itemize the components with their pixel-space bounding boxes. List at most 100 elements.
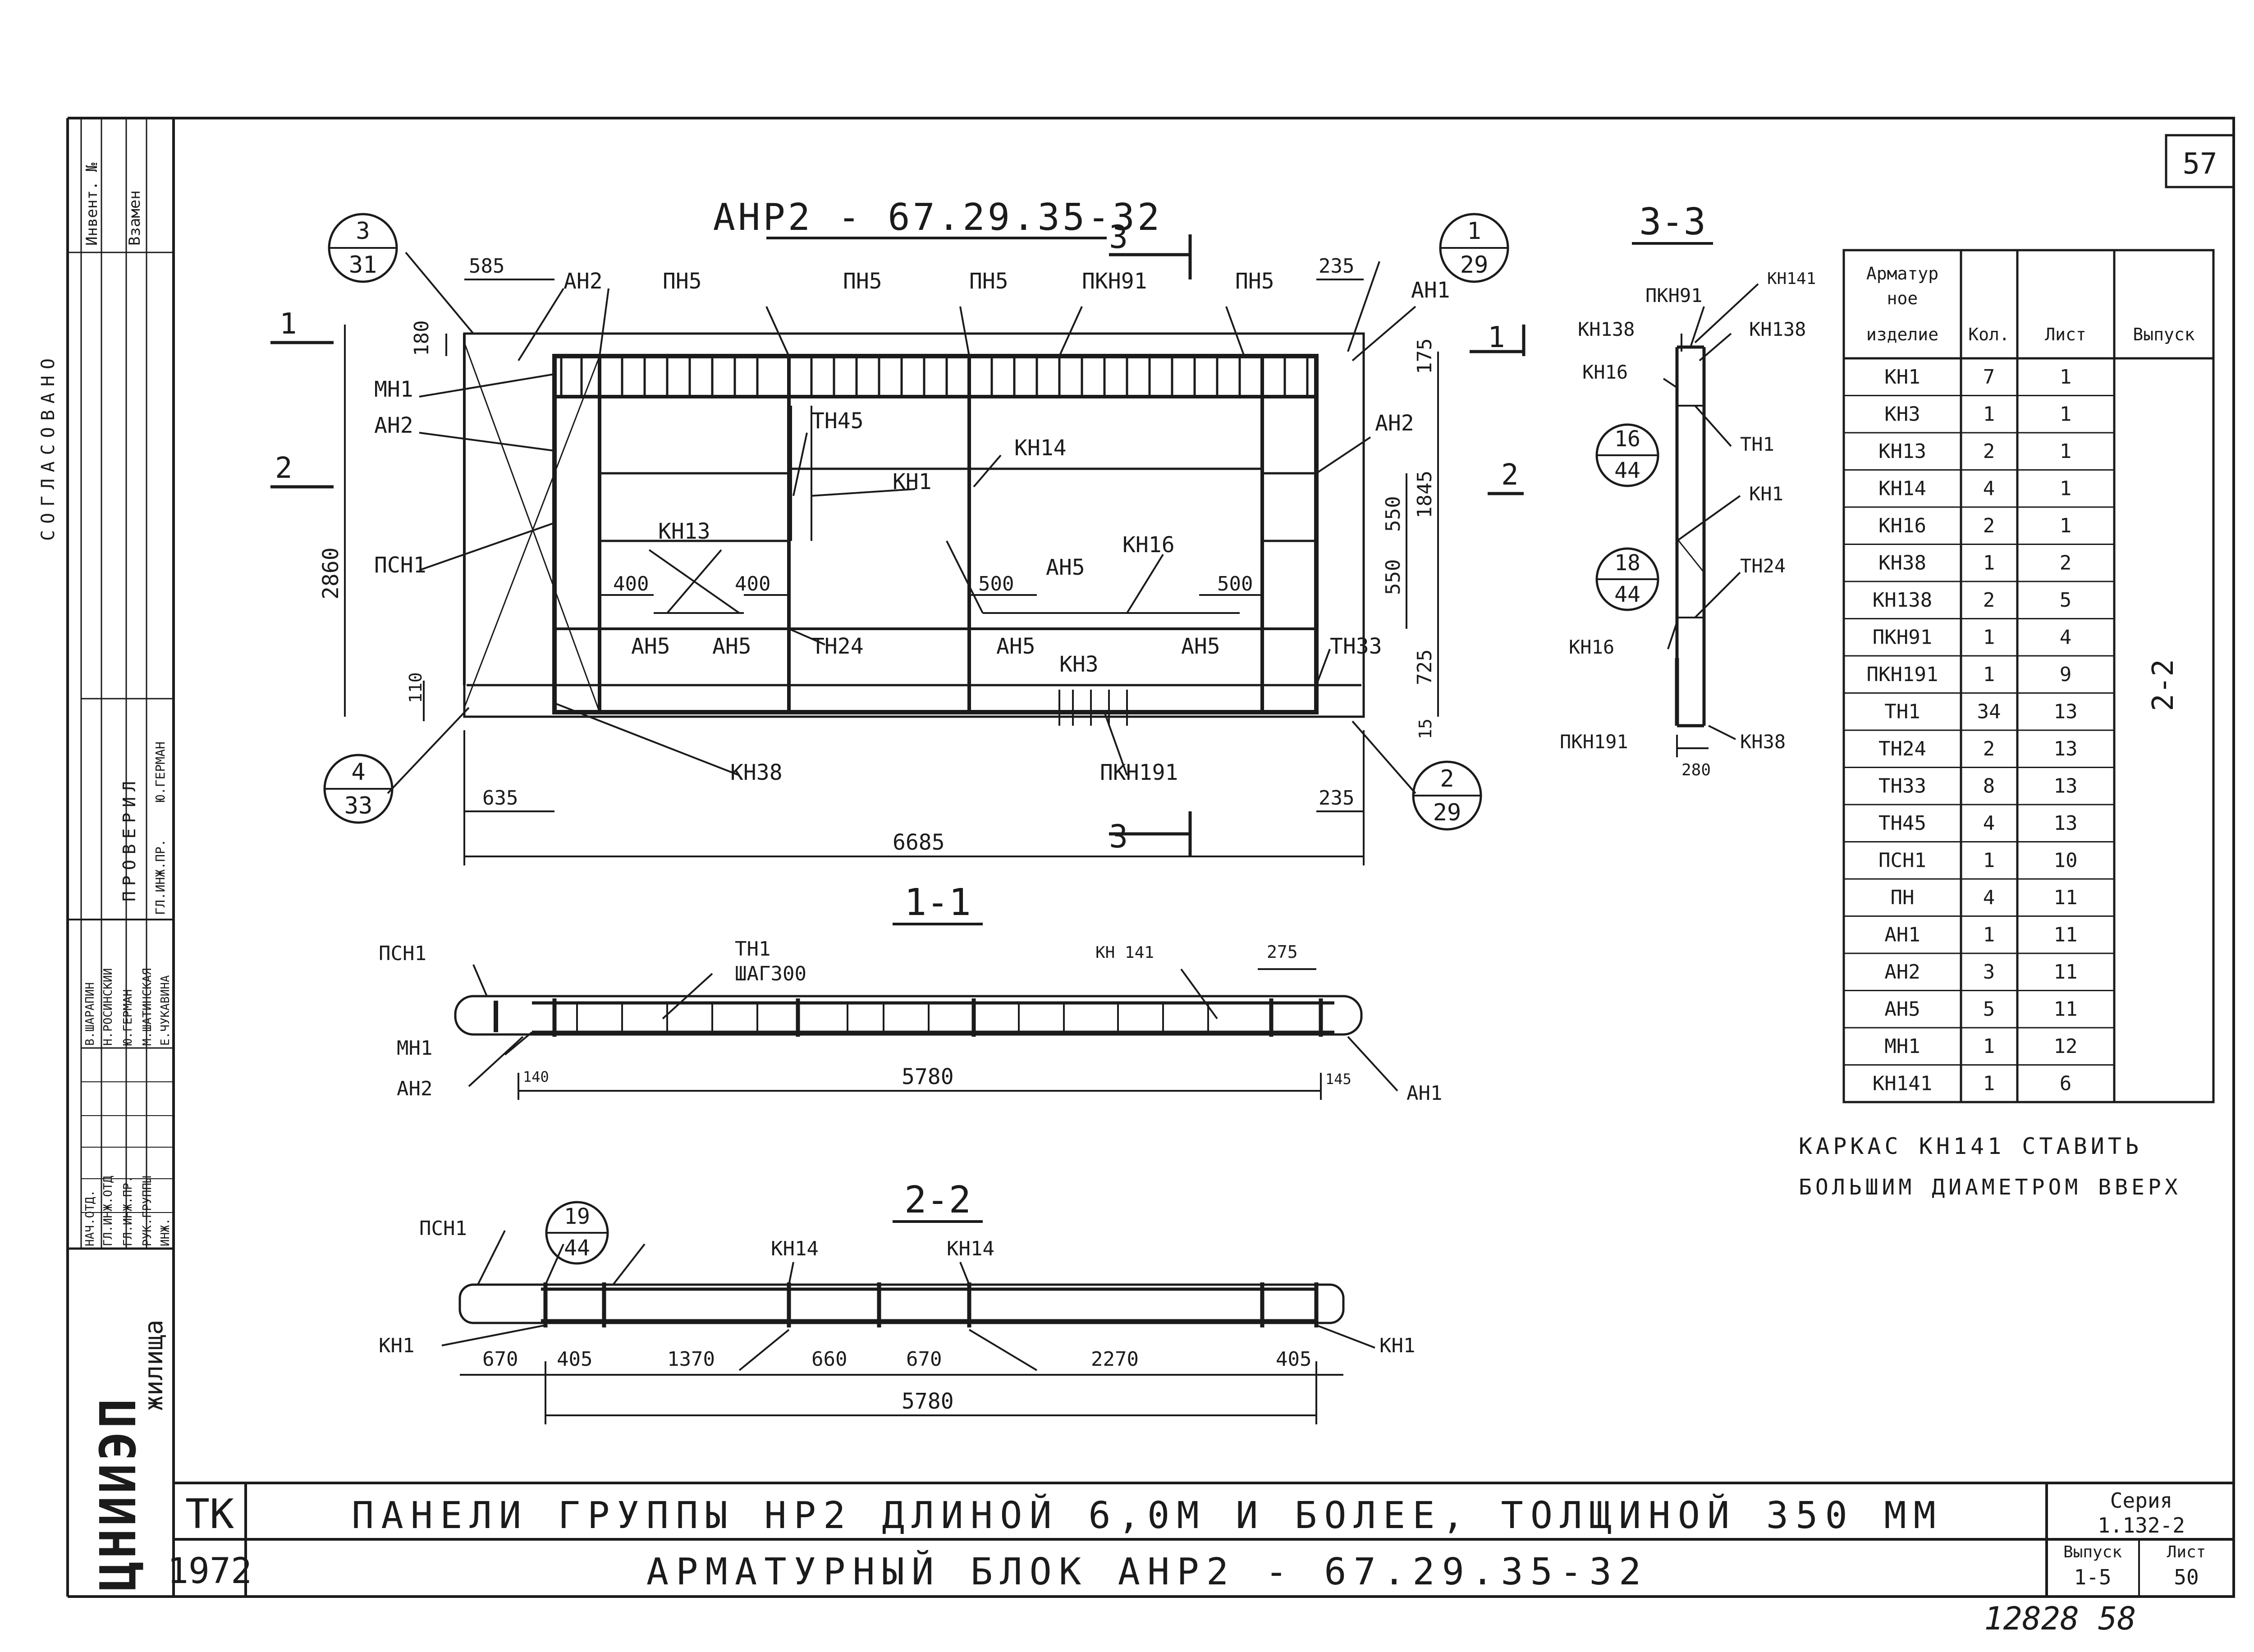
svg-text:44: 44 [1614, 582, 1640, 607]
dim-1845: 1845 [1413, 471, 1436, 518]
label-th24: ТН24 [1740, 555, 1786, 577]
table-cell-item: КН141 [1873, 1072, 1932, 1095]
table-cell-sheet: 6 [2060, 1072, 2072, 1095]
svg-text:33: 33 [344, 792, 373, 819]
table-cell-item: АН5 [1884, 998, 1920, 1021]
dim-280: 280 [1681, 761, 1711, 779]
stamp-left-column: Инвент. № Взамен СОГЛАСОВАНО ПРОВЕРИЛ ГЛ… [38, 162, 168, 915]
stamp-checked-name: Ю.ГЕРМАН [153, 741, 168, 802]
table-cell-sheet: 1 [2060, 477, 2072, 500]
table-cell-sheet: 13 [2054, 700, 2078, 723]
label-pn5: ПН5 [969, 269, 1008, 294]
svg-text:31: 31 [349, 252, 377, 279]
label-pch1: ПСН1 [379, 942, 426, 965]
title-line-1: ПАНЕЛИ ГРУППЫ НР2 ДЛИНОЙ 6,0М И БОЛЕЕ, Т… [352, 1493, 1943, 1537]
stamp-role: ГЛ.ИНЖ.ПР. [121, 1176, 135, 1246]
svg-text:19: 19 [564, 1204, 590, 1229]
dim-175: 175 [1413, 339, 1436, 374]
table-cell-sheet: 13 [2054, 775, 2078, 798]
label-th45: ТН45 [811, 408, 864, 434]
table-cell-qty: 7 [1983, 366, 1995, 389]
label-kh1: КН1 [1379, 1334, 1415, 1357]
dim-235: 235 [1319, 255, 1354, 278]
dim-5780: 5780 [902, 1064, 954, 1089]
series-value: 1.132-2 [2098, 1513, 2185, 1538]
stamp-checked-label: ПРОВЕРИЛ [119, 776, 139, 902]
svg-text:3: 3 [356, 218, 370, 245]
table-header-item: ное [1887, 288, 1918, 308]
stamp-role: РУК.ГРУППЫ [141, 1176, 154, 1246]
table-cell-qty: 1 [1983, 924, 1995, 947]
svg-text:2: 2 [1440, 765, 1454, 792]
dim-400: 400 [613, 572, 649, 595]
dim-500: 500 [1217, 572, 1253, 595]
table-cell-item: ТН1 [1884, 700, 1920, 723]
table-cell-qty: 2 [1983, 589, 1995, 612]
svg-text:18: 18 [1614, 550, 1640, 576]
label-kh138: КН138 [1749, 318, 1806, 340]
table-cell-qty: 1 [1983, 552, 1995, 575]
label-step: ШАГ300 [735, 962, 806, 985]
sheet-label: Лист [2167, 1543, 2206, 1561]
note-line-1: КАРКАС КН141 СТАВИТЬ [1799, 1133, 2142, 1159]
series-label: Серия [2110, 1488, 2172, 1513]
detail-callout-2-29: 2 29 [1412, 760, 1482, 831]
dim-2270: 2270 [1091, 1348, 1139, 1371]
svg-text:44: 44 [1614, 458, 1640, 483]
table-cell-sheet: 2 [2060, 552, 2072, 575]
issue-value: 1-5 [2074, 1565, 2111, 1589]
table-cell-sheet: 1 [2060, 514, 2072, 537]
dim-6685: 6685 [893, 830, 945, 855]
dim-275: 275 [1267, 942, 1298, 962]
spec-table-headers: Арматур ное изделие Кол. Лист Выпуск [1866, 264, 2195, 344]
table-cell-item: КН3 [1884, 403, 1920, 426]
label-pn5: ПН5 [1235, 269, 1274, 294]
institute-logo: ЦНИИЭП жилища [89, 1320, 169, 1591]
svg-text:1: 1 [1467, 218, 1481, 245]
section-3-3-title: 3-3 [1639, 201, 1706, 243]
table-header-item: изделие [1866, 325, 1938, 344]
table-cell-item: ПН [1891, 886, 1915, 909]
dim-5780: 5780 [902, 1389, 954, 1414]
table-cell-item: КН138 [1873, 589, 1932, 612]
dim-550: 550 [1382, 559, 1405, 595]
stamp-roles: НАЧ.ОТД. ГЛ.ИНЖ.ОТД ГЛ.ИНЖ.ПР. РУК.ГРУПП… [83, 968, 172, 1246]
label-kh13: КН13 [658, 519, 710, 544]
table-cell-qty: 1 [1983, 1035, 1995, 1058]
table-header-qty: Кол. [1968, 325, 2010, 344]
label-ah5: АН5 [1046, 555, 1085, 580]
label-kh141: КН 141 [1095, 943, 1154, 962]
table-cell-qty: 1 [1983, 403, 1995, 426]
section-mark-3: 3 [1109, 219, 1128, 256]
table-cell-item: КН1 [1884, 366, 1920, 389]
stamp-role: ИНЖ. [159, 1218, 172, 1246]
label-pch1: ПСН1 [374, 553, 426, 578]
note: КАРКАС КН141 СТАВИТЬ БОЛЬШИМ ДИАМЕТРОМ В… [1799, 1133, 2178, 1200]
page-number-box: 57 [2165, 134, 2235, 188]
section-mark-2: 2 [1501, 458, 1519, 492]
table-cell-item: АН2 [1884, 961, 1920, 984]
stamp-role: НАЧ.ОТД. [83, 1190, 97, 1246]
dim-180: 180 [410, 320, 433, 356]
section-3-3: 3-3 16 [1560, 201, 1816, 779]
table-cell-sheet: 1 [2060, 403, 2072, 426]
dim-235: 235 [1319, 787, 1354, 810]
label-mh1: МН1 [374, 377, 413, 402]
table-cell-sheet: 1 [2060, 366, 2072, 389]
table-cell-qty: 1 [1983, 849, 1995, 872]
table-cell-qty: 2 [1983, 514, 1995, 537]
stamp-inventory-label: Инвент. № [83, 162, 101, 246]
table-cell-sheet: 11 [2054, 924, 2078, 947]
sheet-frame [66, 117, 2235, 1598]
table-cell-qty: 3 [1983, 961, 1995, 984]
label-ah2: АН2 [564, 269, 603, 294]
table-cell-sheet: 4 [2060, 626, 2072, 649]
table-cell-item: ПСН1 [1878, 849, 1926, 872]
stamp-agreed-label: СОГЛАСОВАНО [38, 352, 59, 541]
label-ah5: АН5 [631, 634, 670, 659]
spec-table: Арматур ное изделие Кол. Лист Выпуск КН1… [1842, 249, 2215, 1103]
table-cell-item: ТН45 [1878, 812, 1926, 835]
dim-660: 660 [811, 1348, 847, 1371]
